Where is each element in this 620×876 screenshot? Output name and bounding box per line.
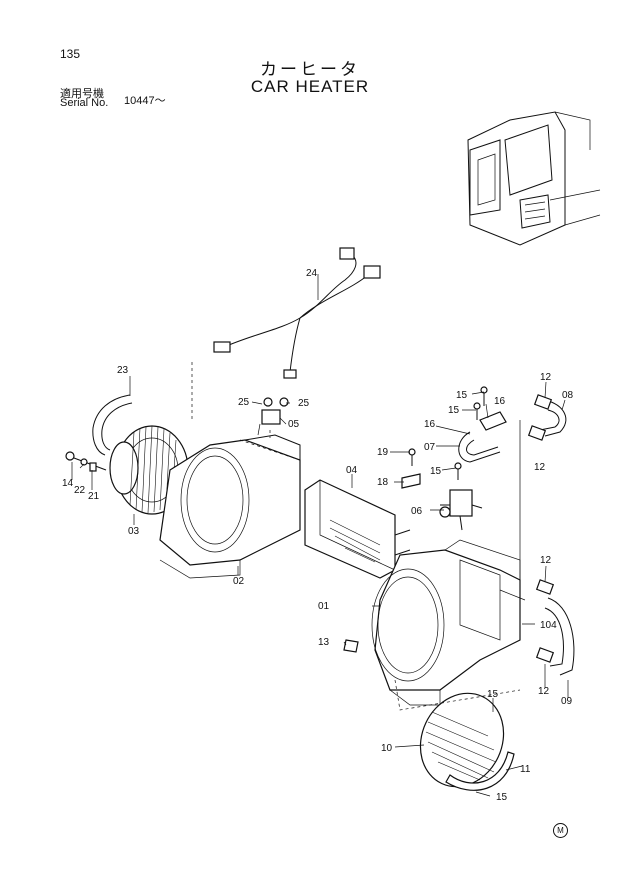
callout-10: 10 [381, 743, 393, 754]
callout-23: 23 [117, 365, 129, 376]
callout-12-c: 12 [540, 555, 552, 566]
callout-22: 22 [74, 485, 86, 496]
callout-15-a: 15 [456, 390, 468, 401]
callout-07: 07 [424, 442, 436, 453]
callout-08: 08 [562, 390, 574, 401]
page-number: 135 [60, 47, 81, 61]
callout-16-b: 16 [424, 419, 436, 430]
serial-value: 10447～ [124, 95, 166, 107]
fastener-set [65, 451, 107, 472]
callout-12-a: 12 [540, 372, 552, 383]
callout-18: 18 [377, 477, 389, 488]
duct-hose [92, 394, 133, 456]
leader-lines [71, 274, 569, 797]
callout-12-d: 12 [538, 686, 550, 697]
callout-12-b: 12 [534, 462, 546, 473]
callout-15-c: 15 [430, 466, 442, 477]
callout-25-right: 25 [298, 398, 310, 409]
callout-13: 13 [318, 637, 330, 648]
callout-05: 05 [288, 419, 300, 430]
callout-02: 02 [233, 576, 245, 587]
guide-lines [191, 362, 526, 711]
callout-104: 104 [540, 620, 557, 631]
callout-11: 11 [520, 764, 531, 775]
callout-06: 06 [411, 506, 423, 517]
page-title-japanese: カーヒータ [260, 60, 360, 79]
drain-part [343, 639, 359, 653]
heater-core [304, 479, 411, 579]
wire-harness [213, 247, 381, 379]
callout-15-e: 15 [496, 792, 508, 803]
water-valve [439, 489, 483, 531]
serial-label-japanese: 適用号機 [60, 88, 104, 100]
callout-16-a: 16 [494, 396, 506, 407]
heater-hose [539, 399, 575, 676]
callout-25-left: 25 [238, 397, 250, 408]
callout-14: 14 [62, 478, 74, 489]
hose-clamps [527, 394, 555, 663]
heater-pipe [458, 411, 507, 463]
serial-label: Serial No. [60, 97, 109, 109]
excavator-cab-thumbnail [467, 111, 601, 246]
callout-09: 09 [561, 696, 573, 707]
callout-03: 03 [128, 526, 140, 537]
callout-24: 24 [306, 268, 318, 279]
callout-21: 21 [88, 491, 100, 502]
page-title: CAR HEATER [250, 77, 370, 96]
front-grille [419, 692, 505, 788]
callout-04: 04 [346, 465, 358, 476]
callout-19: 19 [377, 447, 389, 458]
callout-15-b: 15 [448, 405, 460, 416]
callout-15-d: 15 [487, 689, 499, 700]
fan-housing [159, 434, 301, 579]
callout-01: 01 [318, 601, 330, 612]
bracket [401, 473, 421, 489]
marking-symbol: M [553, 823, 568, 838]
resistor-connector [257, 397, 289, 436]
grille-band [445, 751, 515, 791]
bolts [408, 386, 488, 480]
